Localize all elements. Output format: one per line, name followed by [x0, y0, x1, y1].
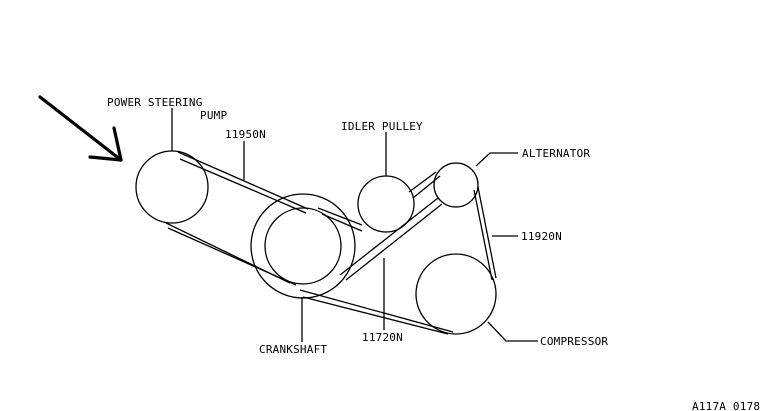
belt-11920n-label: 11920N	[521, 230, 562, 243]
crankshaft-pulley-inner	[264, 207, 342, 285]
direction-arrow-icon	[38, 95, 123, 162]
alternator-label: ALTERNATOR	[522, 147, 590, 160]
belt-11920n	[473, 186, 497, 281]
crankshaft-label: CRANKSHAFT	[259, 343, 327, 356]
figure-code-label: A117A 0178	[692, 400, 760, 411]
leader-alternator	[475, 152, 518, 167]
leader-compressor	[487, 321, 538, 342]
compressor-pulley	[415, 253, 497, 335]
belt-11720n	[299, 171, 454, 335]
belt-11950n	[165, 151, 309, 286]
power-steering-pump-pulley	[135, 150, 209, 224]
alternator-pulley	[433, 162, 479, 208]
crankshaft-pulley-outer	[250, 193, 356, 299]
idler-pulley-label: IDLER PULLEY	[341, 120, 423, 133]
belt-11950n-label: 11950N	[225, 128, 266, 141]
belt-11720n-label: 11720N	[362, 331, 403, 344]
power-steering-label: POWER STEERING	[107, 96, 203, 109]
pump-label: PUMP	[200, 109, 227, 122]
compressor-label: COMPRESSOR	[540, 335, 608, 348]
